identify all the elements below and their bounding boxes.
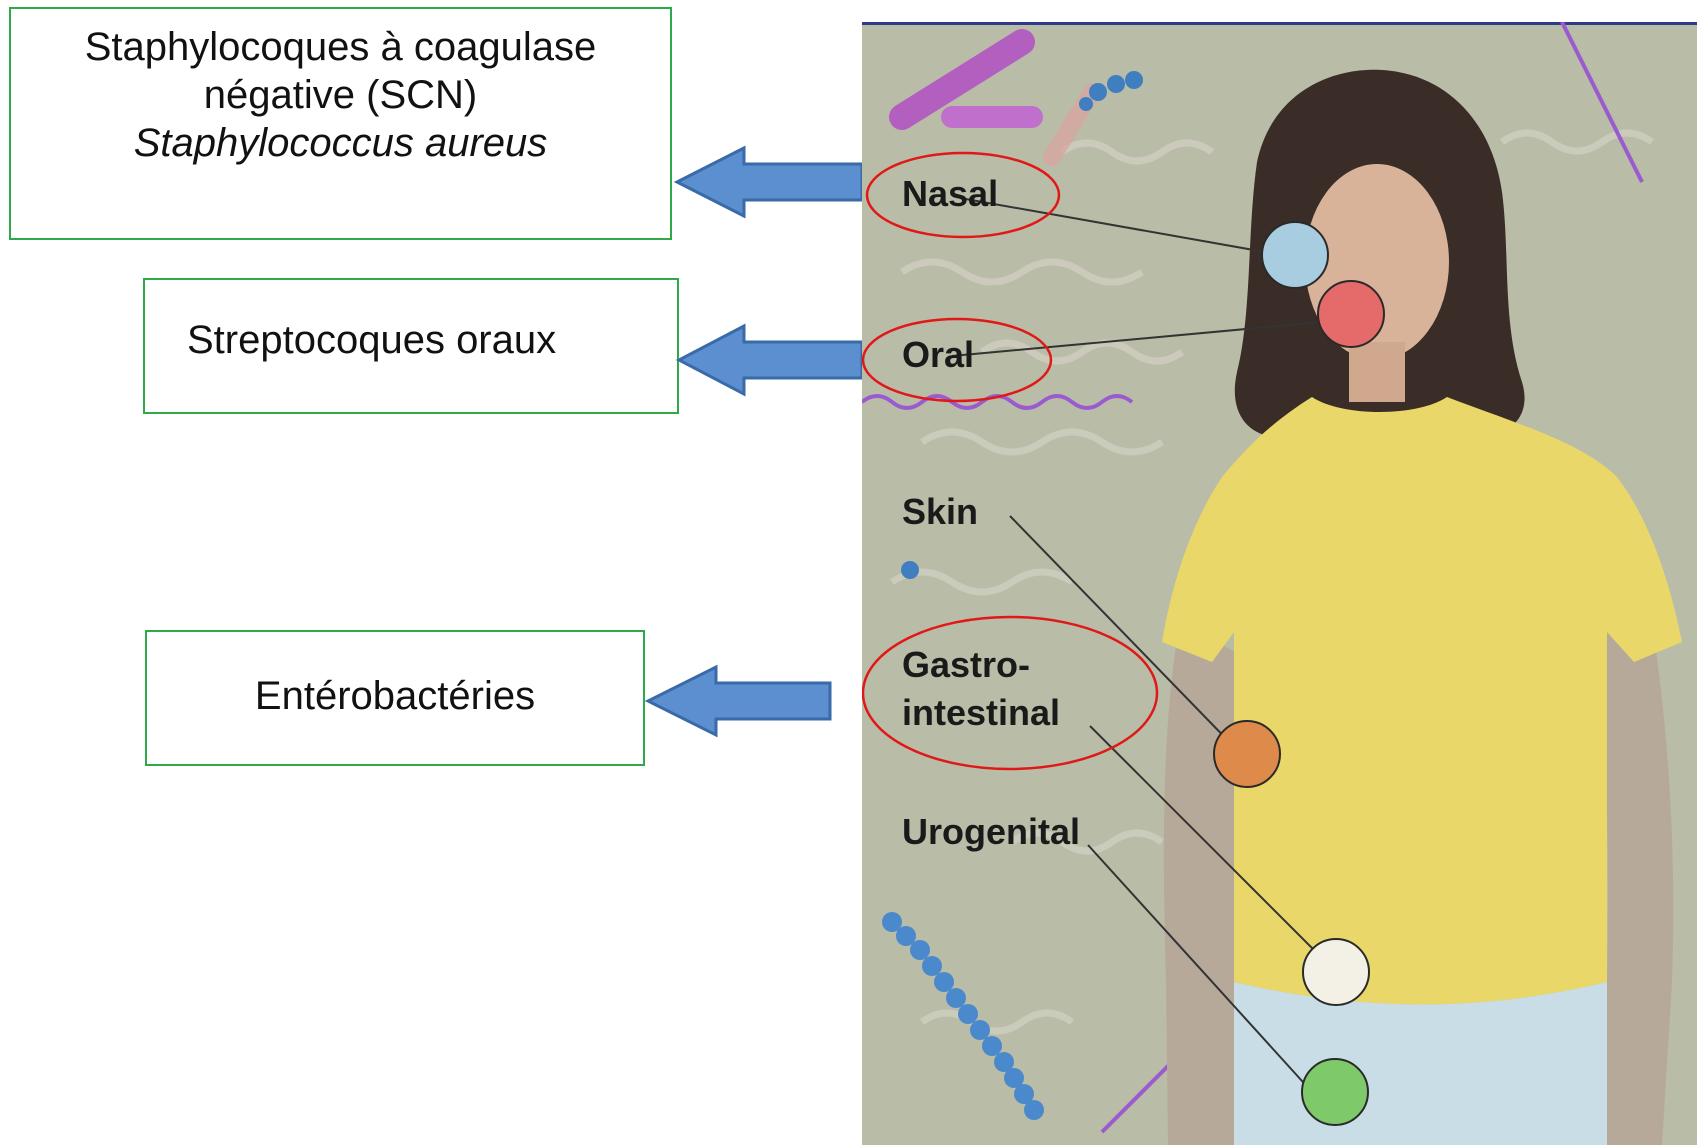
- gastro-label-line-2: intestinal: [902, 692, 1060, 733]
- nasal-marker: [1262, 222, 1328, 288]
- skin-label: Skin: [902, 491, 978, 532]
- oral-marker: [1318, 281, 1384, 347]
- arrow-oral: [679, 326, 862, 394]
- arrow-nasal: [677, 148, 862, 216]
- neck: [1349, 342, 1405, 402]
- gastro-label-line-1: Gastro-: [902, 644, 1030, 685]
- oral-label: Oral: [902, 334, 974, 375]
- urogenital-marker: [1302, 1059, 1368, 1125]
- gastrointestinal-marker: [1303, 939, 1369, 1005]
- skin-marker: [1214, 721, 1280, 787]
- urogenital-label: Urogenital: [902, 811, 1080, 852]
- arrow-gastro: [648, 667, 830, 735]
- top-border-line: [862, 22, 1697, 25]
- single-coccus-icon: [901, 561, 919, 579]
- body-microbiota-illustration: Nasal Oral Skin Gastro- intestinal Uroge…: [862, 22, 1697, 1145]
- shirt: [1162, 397, 1682, 1005]
- pants: [1234, 982, 1607, 1145]
- nasal-label: Nasal: [902, 173, 998, 214]
